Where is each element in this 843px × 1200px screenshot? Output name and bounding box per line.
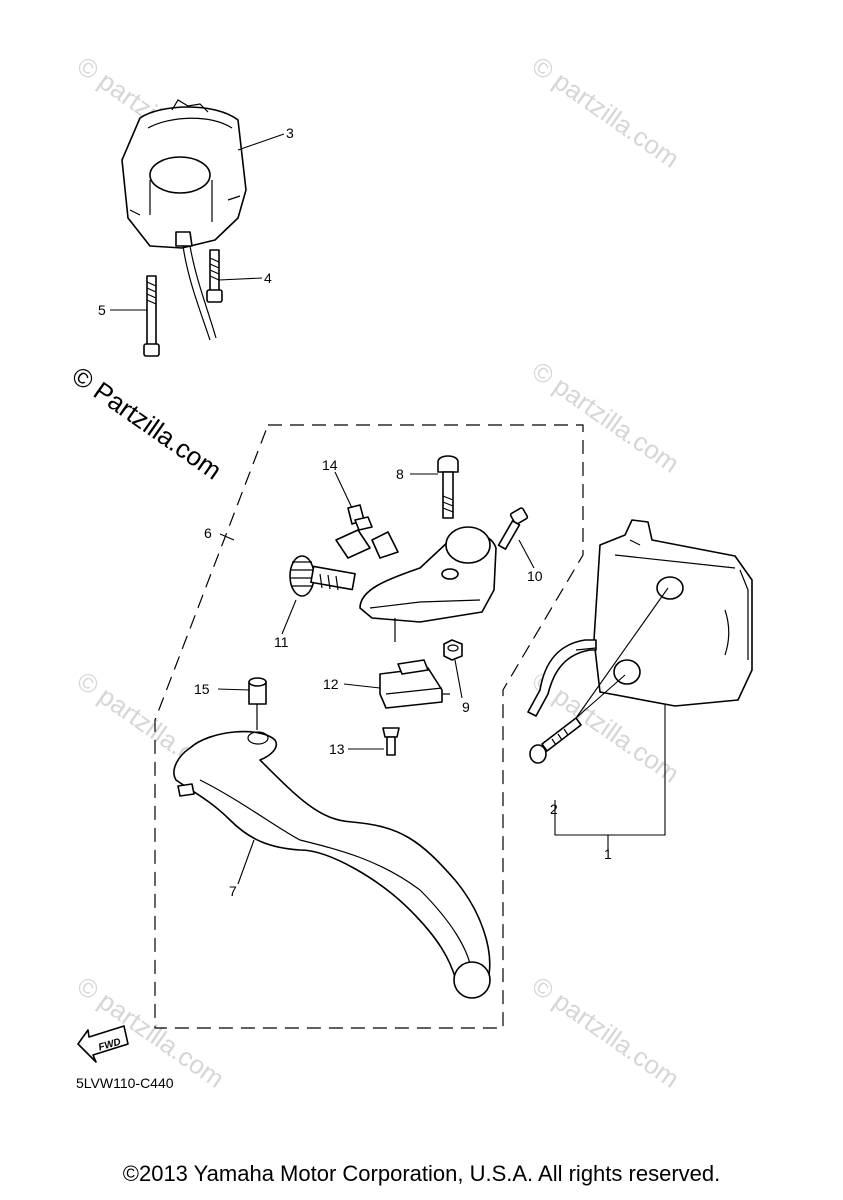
clutch-lever-part-7 (173, 730, 491, 999)
callout-9: 9 (462, 699, 470, 715)
copyright-notice: ©2013 Yamaha Motor Corporation, U.S.A. A… (122, 1161, 721, 1186)
callout-3: 3 (286, 125, 294, 141)
watermark-faint: © partzilla.com (527, 970, 685, 1093)
lever-holder-body (335, 526, 497, 642)
assembly-outline-part-6 (154, 424, 584, 1029)
callout-4: 4 (264, 270, 272, 286)
callout-6: 6 (204, 525, 212, 541)
watermark-faint: © partzilla.com (527, 50, 685, 173)
callout-10: 10 (527, 568, 543, 584)
nut-part-9 (443, 639, 463, 661)
bolt-part-4 (206, 249, 223, 303)
fwd-arrow-icon: FWD (77, 1025, 129, 1063)
bolt-part-10 (497, 507, 529, 550)
callout-7: 7 (229, 883, 237, 899)
callout-labels: 1 2 3 4 5 6 7 8 9 10 11 12 13 14 15 (98, 125, 612, 899)
callout-1: 1 (604, 846, 612, 862)
switch-housing-part-3 (121, 99, 247, 341)
clutch-switch-part-12 (379, 659, 450, 709)
bolt-part-5 (143, 275, 160, 357)
bolt-part-8 (437, 455, 459, 519)
callout-13: 13 (329, 741, 345, 757)
collar-part-15 (248, 677, 267, 730)
callout-14: 14 (322, 457, 338, 473)
callout-11: 11 (274, 634, 289, 650)
screw-part-14 (347, 504, 373, 531)
callout-5: 5 (98, 302, 106, 318)
callout-15: 15 (194, 681, 210, 697)
diagram-code: 5LVW110-C440 (76, 1075, 174, 1091)
screw-part-2 (529, 717, 582, 764)
watermark-faint: © partzilla.com (527, 355, 685, 478)
callout-12: 12 (323, 676, 339, 692)
watermark-main: © Partzilla.com (67, 360, 228, 485)
leader-lines (110, 133, 669, 885)
adjuster-knob-part-11 (289, 555, 356, 597)
callout-2: 2 (550, 801, 558, 817)
callout-8: 8 (396, 466, 404, 482)
screw-part-13 (382, 727, 400, 756)
